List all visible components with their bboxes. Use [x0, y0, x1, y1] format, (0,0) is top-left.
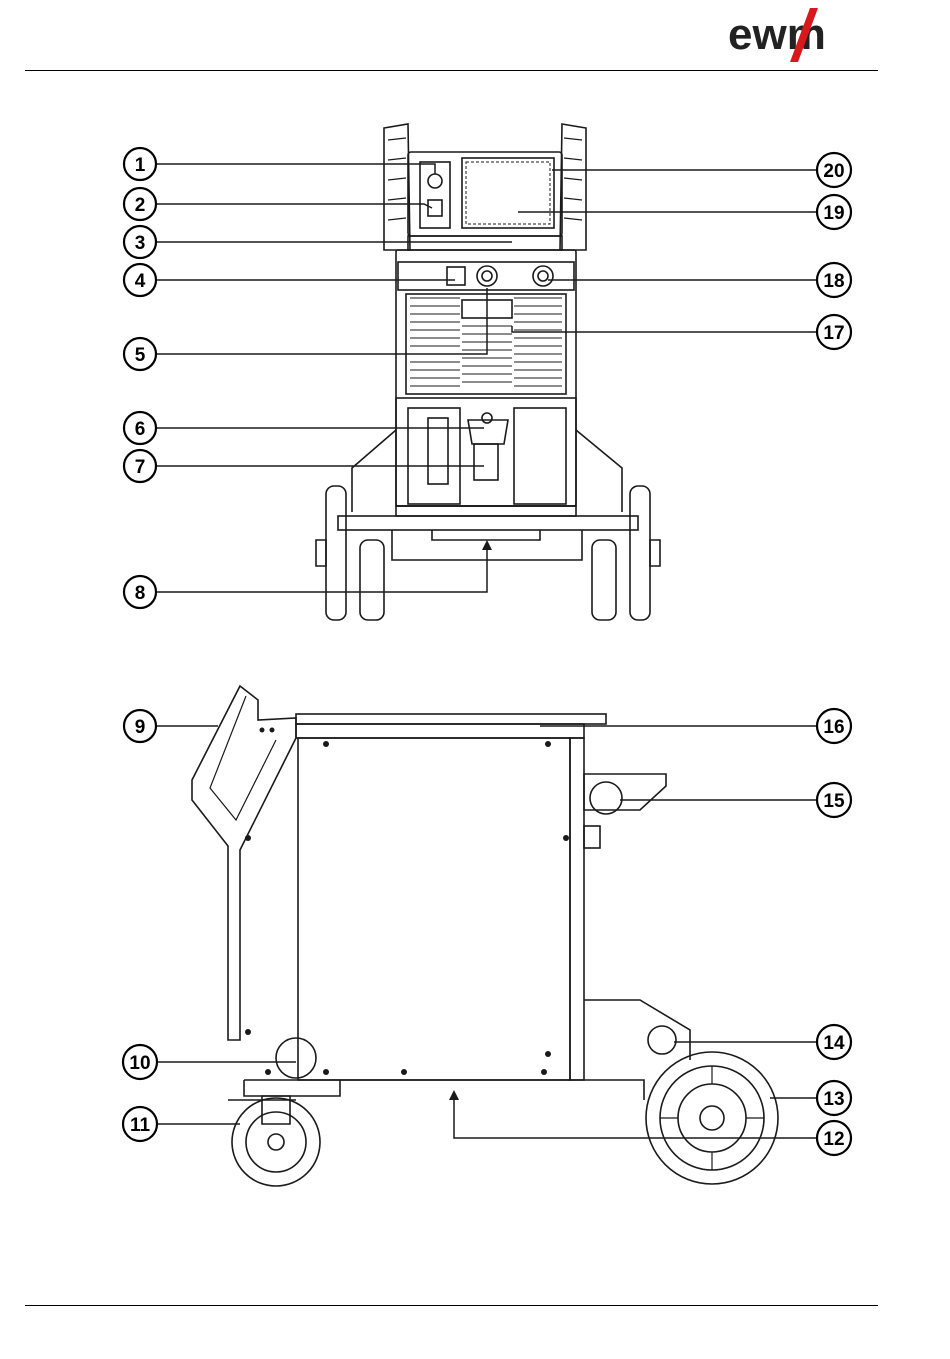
callout-5: 5: [124, 338, 156, 370]
svg-text:18: 18: [823, 271, 844, 292]
svg-text:20: 20: [823, 161, 844, 182]
svg-text:10: 10: [129, 1053, 150, 1074]
callout-14: 14: [817, 1025, 851, 1059]
svg-text:19: 19: [823, 203, 844, 224]
svg-text:8: 8: [135, 583, 146, 604]
leader-lines: [156, 164, 816, 1138]
svg-text:4: 4: [135, 271, 146, 292]
callout-16: 16: [817, 709, 851, 743]
callout-2: 2: [124, 188, 156, 220]
svg-text:16: 16: [823, 717, 844, 738]
svg-text:13: 13: [823, 1089, 844, 1110]
callout-18: 18: [817, 263, 851, 297]
arrowheads: [449, 540, 492, 1100]
svg-text:6: 6: [135, 419, 146, 440]
callout-9: 9: [124, 710, 156, 742]
callout-10: 10: [123, 1045, 157, 1079]
side-view: [192, 686, 778, 1186]
callout-7: 7: [124, 450, 156, 482]
callout-12: 12: [817, 1121, 851, 1155]
callout-1: 1: [124, 148, 156, 180]
callout-19: 19: [817, 195, 851, 229]
svg-text:3: 3: [135, 233, 146, 254]
callout-13: 13: [817, 1081, 851, 1115]
callout-3: 3: [124, 226, 156, 258]
callout-17: 17: [817, 315, 851, 349]
svg-text:2: 2: [135, 195, 146, 216]
svg-text:9: 9: [135, 717, 146, 738]
callout-4: 4: [124, 264, 156, 296]
svg-text:1: 1: [135, 155, 146, 176]
callout-20: 20: [817, 153, 851, 187]
svg-text:17: 17: [823, 323, 844, 344]
svg-text:12: 12: [823, 1129, 844, 1150]
svg-text:11: 11: [130, 1115, 151, 1136]
callout-11: 11: [123, 1107, 157, 1141]
callout-8: 8: [124, 576, 156, 608]
callout-6: 6: [124, 412, 156, 444]
svg-text:7: 7: [135, 457, 146, 478]
callout-15: 15: [817, 783, 851, 817]
svg-text:14: 14: [823, 1033, 845, 1054]
svg-text:15: 15: [823, 791, 845, 812]
svg-text:5: 5: [135, 345, 146, 366]
